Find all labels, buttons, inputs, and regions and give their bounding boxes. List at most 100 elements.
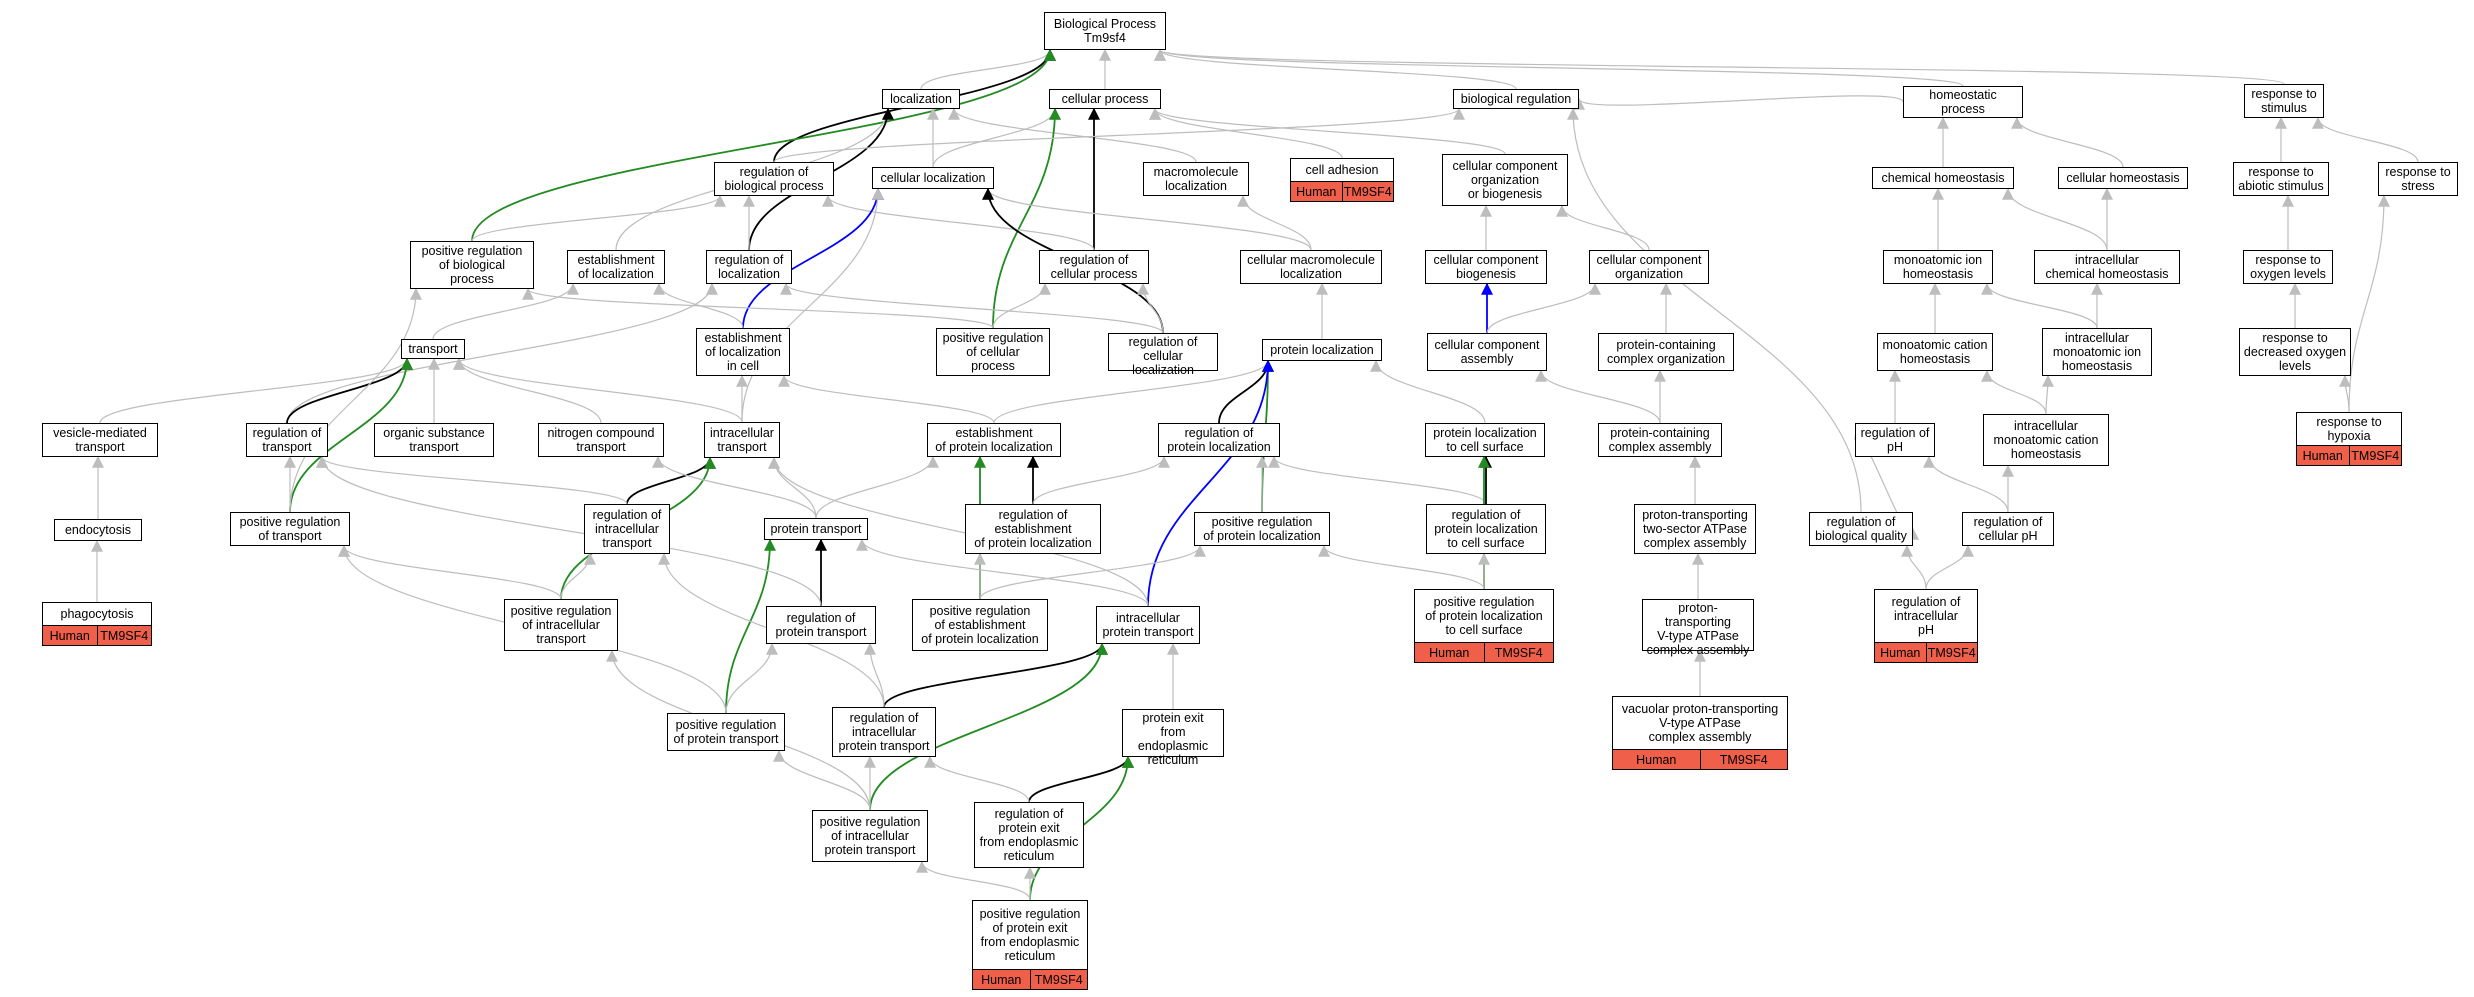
go-term-label: regulation of cellular process <box>1050 253 1138 281</box>
go-term-regictrans[interactable]: regulation of intracellular transport <box>584 504 670 554</box>
edge-is-a <box>316 455 822 607</box>
go-term-vacatpase[interactable]: vacuolar proton-transporting V-type ATPa… <box>1612 696 1788 770</box>
go-term-posregprotexit[interactable]: positive regulation of protein exit from… <box>972 900 1088 990</box>
go-term-resstim[interactable]: response to stimulus <box>2244 84 2324 118</box>
go-term-cp[interactable]: cellular process <box>1049 89 1161 109</box>
edge-part-of <box>286 357 413 424</box>
go-term-estlocc[interactable]: establishment of localization in cell <box>696 328 790 376</box>
annotation-species: Human <box>1880 645 1921 660</box>
go-term-label: regulation of biological process <box>724 165 824 193</box>
go-term-cellhom[interactable]: cellular homeostasis <box>2058 167 2188 189</box>
go-term-ccob[interactable]: cellular component organization or bioge… <box>1442 154 1568 206</box>
go-term-nitro[interactable]: nitrogen compound transport <box>538 423 664 457</box>
edge-is-a <box>1901 544 1927 590</box>
go-term-pcasm[interactable]: protein-containing complex assembly <box>1598 423 1722 457</box>
go-term-label: proton-transporting two-sector ATPase co… <box>1642 508 1748 550</box>
go-term-protloc[interactable]: protein localization <box>1262 339 1382 361</box>
go-term-label: protein localization to cell surface <box>1433 426 1537 454</box>
go-term-regprottrans[interactable]: regulation of protein transport <box>766 606 876 644</box>
go-term-label: protein-containing complex assembly <box>1608 426 1712 454</box>
edge-is-a <box>1556 204 1650 251</box>
go-term-protexit[interactable]: protein exit from endoplasmic reticulum <box>1122 709 1224 767</box>
go-term-ptvatpase[interactable]: proton-transporting V-type ATPase comple… <box>1642 599 1754 657</box>
go-term-regbp[interactable]: regulation of biological process <box>714 162 834 196</box>
go-term-label: regulation of protein transport <box>775 611 867 639</box>
go-term-endo[interactable]: endocytosis <box>54 519 142 541</box>
go-term-loc[interactable]: localization <box>882 89 960 109</box>
go-term-posregtrans[interactable]: positive regulation of transport <box>230 512 350 546</box>
go-term-chemhom[interactable]: chemical homeostasis <box>1872 167 2014 189</box>
go-term-icmonhom[interactable]: intracellular monoatomic ion homeostasis <box>2042 328 2152 376</box>
go-term-label: regulation of intracellular protein tran… <box>838 711 930 753</box>
go-term-regcellph[interactable]: regulation of cellular pH <box>1962 512 2054 546</box>
edge-regulates <box>742 187 884 329</box>
go-term-ccorg[interactable]: cellular component organization <box>1589 250 1709 284</box>
go-term-pccorg[interactable]: protein-containing complex organization <box>1598 333 1734 371</box>
go-term-icprottrans[interactable]: intracellular protein transport <box>1096 606 1200 644</box>
edge-is-a <box>982 187 1312 251</box>
go-term-posregprotloc[interactable]: positive regulation of protein localizat… <box>1194 512 1330 546</box>
go-term-resoxy[interactable]: response to oxygen levels <box>2243 250 2333 284</box>
go-term-breg[interactable]: biological regulation <box>1453 89 1579 109</box>
go-term-icchemhom[interactable]: intracellular chemical homeostasis <box>2034 250 2180 284</box>
go-term-regcellloc[interactable]: regulation of cellular localization <box>1108 333 1218 377</box>
edge-is-a <box>741 187 884 423</box>
go-term-ccbio[interactable]: cellular component biogenesis <box>1425 250 1547 284</box>
go-term-regprotexit[interactable]: regulation of protein exit from endoplas… <box>974 802 1084 868</box>
go-term-label: response to abiotic stimulus <box>2238 165 2324 193</box>
go-term-ptatpase[interactable]: proton-transporting two-sector ATPase co… <box>1634 504 1756 554</box>
go-term-regph[interactable]: regulation of pH <box>1855 423 1935 457</box>
go-term-posregprottrans[interactable]: positive regulation of protein transport <box>667 713 785 751</box>
go-term-monhom[interactable]: monoatomic ion homeostasis <box>1883 250 1993 284</box>
edge-is-a <box>815 455 939 519</box>
go-term-resdecoxy[interactable]: response to decreased oxygen levels <box>2239 328 2351 376</box>
go-term-estprotloc[interactable]: establishment of protein localization <box>927 423 1061 457</box>
edge-is-a <box>780 282 1164 334</box>
go-term-regtrans[interactable]: regulation of transport <box>246 423 328 457</box>
go-term-label: intracellular transport <box>710 426 774 454</box>
go-term-resstress[interactable]: response to stress <box>2378 162 2458 196</box>
go-term-transport[interactable]: transport <box>401 339 465 359</box>
go-term-root[interactable]: Biological Process Tm9sf4 <box>1044 12 1166 50</box>
go-term-regicprottrans[interactable]: regulation of intracellular protein tran… <box>832 707 936 757</box>
go-term-estloc[interactable]: establishment of localization <box>567 250 665 284</box>
go-term-prottrans[interactable]: protein transport <box>764 518 868 540</box>
go-term-vesmed[interactable]: vesicle-mediated transport <box>42 423 158 457</box>
go-term-regprotlocsurf[interactable]: regulation of protein localization to ce… <box>1426 504 1546 554</box>
go-term-cellloc[interactable]: cellular localization <box>872 167 994 189</box>
go-term-ccasm[interactable]: cellular component assembly <box>1427 333 1547 371</box>
go-term-regprotloc[interactable]: regulation of protein localization <box>1158 423 1280 457</box>
go-term-cmacloc[interactable]: cellular macromolecule localization <box>1240 250 1382 284</box>
go-term-posregictrans[interactable]: positive regulation of intracellular tra… <box>504 599 618 651</box>
edge-is-a <box>920 48 1056 90</box>
go-term-regestprotloc[interactable]: regulation of establishment of protein l… <box>965 504 1101 554</box>
go-term-posregcp[interactable]: positive regulation of cellular process <box>936 328 1050 376</box>
go-term-homproc[interactable]: homeostatic process <box>1903 86 2023 118</box>
go-term-regloc[interactable]: regulation of localization <box>706 250 792 284</box>
go-term-regbq[interactable]: regulation of biological quality <box>1809 512 1913 546</box>
go-term-resabio[interactable]: response to abiotic stimulus <box>2233 162 2329 196</box>
go-term-label: cellular component assembly <box>1434 338 1540 366</box>
go-term-posregbp[interactable]: positive regulation of biological proces… <box>410 241 534 289</box>
edge-positively-regulates <box>471 48 1056 242</box>
go-term-regcp[interactable]: regulation of cellular process <box>1039 250 1149 284</box>
go-term-macloc[interactable]: macromolecule localization <box>1143 162 1249 196</box>
go-term-posregicprottrans[interactable]: positive regulation of intracellular pro… <box>812 810 928 862</box>
go-term-label: Biological Process Tm9sf4 <box>1053 17 1157 45</box>
go-term-label: response to decreased oxygen levels <box>2243 331 2347 373</box>
edge-is-a <box>1149 107 1506 155</box>
go-term-ictrans[interactable]: intracellular transport <box>704 422 780 458</box>
go-term-moncathom[interactable]: monoatomic cation homeostasis <box>1877 333 1993 371</box>
go-term-posregestprotloc[interactable]: positive regulation of establishment of … <box>912 599 1048 651</box>
go-term-orgsub[interactable]: organic substance transport <box>374 423 494 457</box>
edge-is-a <box>948 107 1197 163</box>
go-term-label: positive regulation of cellular process <box>942 331 1044 373</box>
go-term-posregprotlocsurf[interactable]: positive regulation of protein localizat… <box>1414 589 1554 663</box>
go-term-icmoncathom[interactable]: intracellular monoatomic cation homeosta… <box>1983 414 2109 466</box>
go-term-protlocsurf[interactable]: protein localization to cell surface <box>1425 423 1545 457</box>
